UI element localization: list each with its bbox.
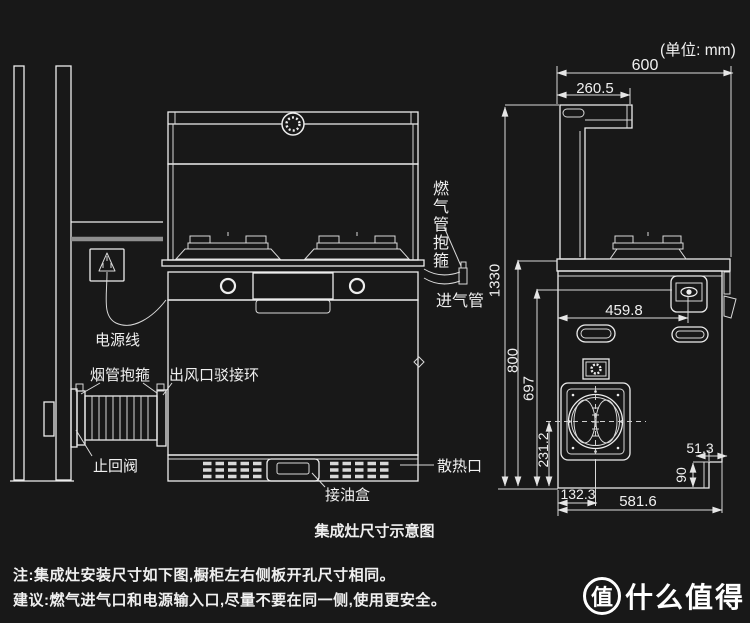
- label-oil-box: 接油盒: [325, 487, 371, 504]
- label-intake-pipe: 进气管: [436, 293, 485, 310]
- brand-badge-icon: 值: [583, 577, 621, 615]
- dim-600: 600: [631, 57, 659, 74]
- power-plug-icon: [98, 252, 116, 272]
- label-check-valve: 止回阀: [93, 458, 139, 475]
- wall-outlet-stub: [43, 401, 55, 437]
- cabinet-wall: [10, 65, 163, 482]
- dim-231-2: 231.2: [535, 432, 551, 468]
- bottom-vent-strip: [167, 454, 419, 482]
- handle-slots: [576, 324, 709, 343]
- flower-icon: [590, 363, 602, 375]
- label-smoke-pipe-clamp: 烟管抱箍: [90, 367, 151, 384]
- power-socket: [89, 248, 167, 326]
- dim-1330: 1330: [486, 263, 504, 298]
- cooktop-edge: [161, 259, 425, 267]
- diagram-title: 集成灶尺寸示意图: [314, 523, 435, 540]
- small-vent-box: [582, 358, 610, 380]
- gas-connector-icon: [413, 356, 425, 368]
- unit-note: (单位: mm): [660, 42, 736, 59]
- dim-51-3: 51.3: [686, 440, 714, 456]
- dim-800: 800: [504, 347, 522, 374]
- clamp-bolt-icon: [156, 383, 165, 392]
- dim-260-5: 260.5: [576, 80, 614, 97]
- duct-ribs: [91, 396, 149, 440]
- dim-581-6: 581.6: [619, 493, 657, 510]
- dimension-lines: [498, 66, 734, 516]
- note-line-2: 建议:燃气进气口和电源输入口,尽量不要在同一侧,使用更安全。: [13, 592, 447, 609]
- hood-top-slot: [562, 108, 585, 118]
- label-gas-pipe-clamp: 燃气管抱箍: [430, 180, 447, 270]
- stove-front-view: [161, 111, 425, 482]
- knob-left: [219, 277, 237, 295]
- clamp-bolt-icon: [75, 383, 84, 392]
- countertop-side: [556, 258, 731, 272]
- leader-lines: [75, 226, 462, 488]
- label-outlet-adapter-ring: 出风口驳接环: [169, 367, 260, 384]
- note-line-1: 注:集成灶安装尺寸如下图,橱柜左右侧板开孔尺寸相同。: [13, 567, 396, 584]
- dim-132-3: 132.3: [560, 486, 596, 502]
- label-power-cord: 电源线: [95, 332, 141, 349]
- burner-left: [174, 232, 282, 260]
- display-panel: [252, 272, 334, 300]
- power-cord-line: [105, 271, 167, 326]
- brand-name: 什么值得买: [625, 582, 746, 623]
- check-valve-plate: [70, 388, 78, 448]
- knob-right: [348, 277, 366, 295]
- fan-icon: [546, 382, 646, 506]
- gas-valve-eye-icon: [670, 275, 708, 313]
- dim-697: 697: [520, 375, 538, 402]
- rear-bracket: [723, 271, 737, 319]
- dim-459-8: 459.8: [605, 302, 643, 319]
- exhaust-duct: [43, 383, 167, 448]
- dim-90: 90: [673, 467, 689, 483]
- gas-clamp-icon: [458, 267, 468, 285]
- vent-slots: [203, 461, 390, 479]
- control-panel: [167, 271, 419, 314]
- outlet-adapter-ring-shape: [156, 389, 167, 447]
- oil-box-shape: [266, 458, 320, 482]
- burner-side-profile: [609, 232, 687, 260]
- burner-right: [303, 232, 411, 260]
- hood-camera-icon: [281, 112, 305, 136]
- label-heat-vent: 散热口: [437, 458, 483, 475]
